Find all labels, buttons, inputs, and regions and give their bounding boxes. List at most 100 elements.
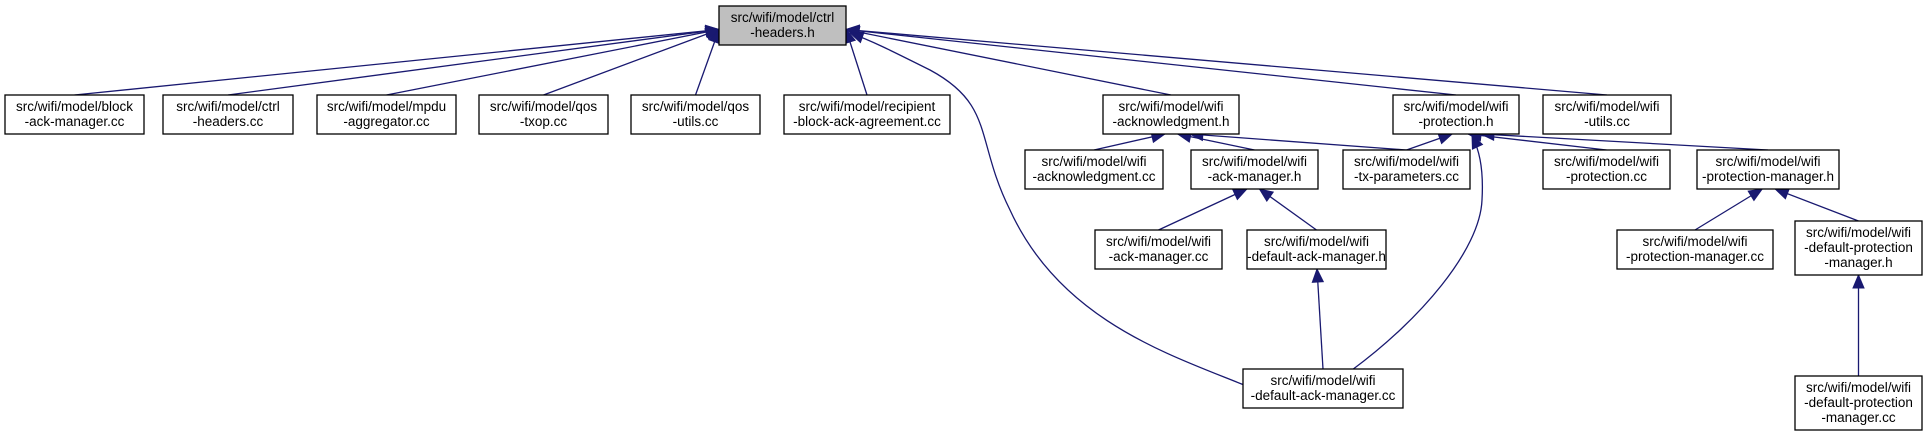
edge-wifi-default-protection-manager-cc-to-wifi-default-protection-manager-h-arrowhead	[1852, 273, 1865, 289]
node-box	[478, 94, 609, 135]
node-wifi-protection-manager-cc[interactable]: src/wifi/model/wifi-protection-manager.c…	[1616, 229, 1774, 270]
node-wifi-acknowledgment-cc[interactable]: src/wifi/model/wifi-acknowledgment.cc	[1024, 149, 1164, 190]
edge-wifi-default-ack-manager-cc-to-wifi-default-ack-manager-h-arrowhead	[1311, 267, 1325, 283]
node-wifi-ack-manager-h[interactable]: src/wifi/model/wifi-ack-manager.h	[1190, 149, 1319, 190]
node-wifi-tx-parameters-cc[interactable]: src/wifi/model/wifi-tx-parameters.cc	[1342, 149, 1471, 190]
node-label-line: src/wifi/model/wifi	[1270, 373, 1375, 388]
edge-wifi-protection-h-to-ctrl-headers-h	[845, 28, 1457, 96]
node-label-line: -protection.cc	[1566, 169, 1647, 184]
node-label-line: src/wifi/model/wifi	[1118, 99, 1223, 114]
node-label-line: src/wifi/model/qos	[642, 99, 750, 114]
node-box	[1342, 149, 1471, 190]
node-box	[1246, 229, 1387, 270]
node-label-line: src/wifi/model/wifi	[1554, 154, 1659, 169]
node-label-line: src/wifi/model/wifi	[1202, 154, 1307, 169]
edges-layer	[74, 24, 1865, 386]
node-wifi-protection-h[interactable]: src/wifi/model/wifi-protection.h	[1392, 94, 1520, 135]
node-box	[1190, 149, 1319, 190]
node-box	[1794, 220, 1923, 276]
edge-wifi-default-protection-manager-h-to-wifi-protection-manager-h-arrowhead	[1774, 188, 1791, 200]
edge-wifi-ack-manager-cc-to-wifi-ack-manager-h-arrowhead	[1231, 188, 1248, 201]
edge-wifi-protection-manager-h-to-wifi-protection-h	[1480, 133, 1769, 151]
node-wifi-default-protection-manager-h[interactable]: src/wifi/model/wifi-default-protection-m…	[1794, 220, 1923, 276]
node-label-line: -default-ack-manager.cc	[1251, 388, 1396, 403]
node-wifi-protection-manager-h[interactable]: src/wifi/model/wifi-protection-manager.h	[1696, 149, 1840, 190]
node-label-line: src/wifi/model/wifi	[1403, 99, 1508, 114]
node-label-line: src/wifi/model/block	[16, 99, 133, 114]
node-label-line: src/wifi/model/wifi	[1354, 154, 1459, 169]
node-box	[1542, 94, 1672, 135]
node-box	[718, 5, 847, 46]
node-label-line: src/wifi/model/wifi	[1806, 225, 1911, 240]
node-label-line: src/wifi/model/wifi	[1715, 154, 1820, 169]
node-label-line: -tx-parameters.cc	[1354, 169, 1459, 184]
node-mpdu-aggregator-cc[interactable]: src/wifi/model/mpdu-aggregator.cc	[316, 94, 457, 135]
node-box	[1242, 368, 1404, 409]
node-wifi-acknowledgment-h[interactable]: src/wifi/model/wifi-acknowledgment.h	[1102, 94, 1240, 135]
node-label-line: -txop.cc	[520, 114, 568, 129]
edge-wifi-default-protection-manager-h-to-wifi-protection-manager-h	[1775, 188, 1859, 222]
edge-wifi-acknowledgment-h-to-ctrl-headers-h	[845, 28, 1172, 96]
node-wifi-default-ack-manager-cc[interactable]: src/wifi/model/wifi-default-ack-manager.…	[1242, 368, 1404, 409]
node-label-line: -headers.cc	[193, 114, 264, 129]
node-recipient-block-ack-agreement-cc[interactable]: src/wifi/model/recipient-block-ack-agree…	[783, 94, 951, 135]
node-label-line: -ack-manager.cc	[25, 114, 125, 129]
node-block-ack-manager-cc[interactable]: src/wifi/model/block-ack-manager.cc	[4, 94, 145, 135]
edge-wifi-tx-parameters-cc-to-wifi-acknowledgment-h	[1189, 133, 1407, 151]
node-box	[1542, 149, 1671, 190]
node-box	[162, 94, 294, 135]
edge-block-ack-manager-cc-to-ctrl-headers-h	[74, 28, 720, 96]
edge-wifi-default-ack-manager-cc-to-wifi-default-ack-manager-h	[1316, 268, 1324, 370]
node-label-line: -default-protection	[1804, 395, 1913, 410]
edge-ctrl-headers-cc-to-ctrl-headers-h	[227, 28, 720, 96]
node-label-line: src/wifi/model/wifi	[1554, 99, 1659, 114]
edge-wifi-ack-manager-cc-to-wifi-ack-manager-h	[1158, 188, 1248, 231]
node-wifi-default-protection-manager-cc[interactable]: src/wifi/model/wifi-default-protection-m…	[1794, 375, 1923, 431]
edge-mpdu-aggregator-cc-to-ctrl-headers-h	[386, 28, 720, 96]
node-wifi-protection-cc[interactable]: src/wifi/model/wifi-protection.cc	[1542, 149, 1671, 190]
node-label-line: src/wifi/model/ctrl	[176, 99, 280, 114]
edge-wifi-default-ack-manager-cc-to-wifi-protection-h	[1351, 134, 1484, 371]
node-label-line: src/wifi/model/wifi	[1106, 234, 1211, 249]
node-label-line: -protection.h	[1418, 114, 1493, 129]
node-qos-utils-cc[interactable]: src/wifi/model/qos-utils.cc	[630, 94, 761, 135]
node-box	[4, 94, 145, 135]
node-label-line: src/wifi/model/mpdu	[327, 99, 446, 114]
node-ctrl-headers-cc[interactable]: src/wifi/model/ctrl-headers.cc	[162, 94, 294, 135]
node-label-line: -headers.h	[750, 25, 815, 40]
node-label-line: -manager.cc	[1821, 410, 1896, 425]
node-ctrl-headers-h[interactable]: src/wifi/model/ctrl-headers.h	[718, 5, 847, 46]
node-label-line: src/wifi/model/wifi	[1642, 234, 1747, 249]
node-box	[1696, 149, 1840, 190]
node-label-line: -manager.h	[1824, 255, 1892, 270]
node-box	[630, 94, 761, 135]
node-label-line: -ack-manager.cc	[1109, 249, 1209, 264]
node-box	[1094, 229, 1223, 270]
node-label-line: -acknowledgment.h	[1112, 114, 1229, 129]
node-label-line: -acknowledgment.cc	[1032, 169, 1155, 184]
edge-qos-txop-cc-to-ctrl-headers-h	[543, 28, 720, 96]
node-label-line: -default-ack-manager.h	[1247, 249, 1386, 264]
edge-wifi-default-ack-manager-cc-to-ctrl-headers-h-arrowhead	[848, 31, 865, 44]
node-box	[1392, 94, 1520, 135]
node-qos-txop-cc[interactable]: src/wifi/model/qos-txop.cc	[478, 94, 609, 135]
node-label-line: -utils.cc	[673, 114, 719, 129]
node-label-line: -default-protection	[1804, 240, 1913, 255]
node-label-line: src/wifi/model/recipient	[799, 99, 936, 114]
node-wifi-utils-cc[interactable]: src/wifi/model/wifi-utils.cc	[1542, 94, 1672, 135]
node-label-line: -block-ack-agreement.cc	[793, 114, 941, 129]
node-box	[1024, 149, 1164, 190]
node-box	[1616, 229, 1774, 270]
nodes-layer: src/wifi/model/ctrl-headers.hsrc/wifi/mo…	[4, 5, 1923, 431]
node-wifi-default-ack-manager-h[interactable]: src/wifi/model/wifi-default-ack-manager.…	[1246, 229, 1387, 270]
edge-wifi-protection-manager-cc-to-wifi-protection-manager-h-arrowhead	[1747, 188, 1764, 202]
node-label-line: -ack-manager.h	[1208, 169, 1302, 184]
node-box	[1102, 94, 1240, 135]
node-box	[1794, 375, 1923, 431]
node-label-line: src/wifi/model/wifi	[1264, 234, 1369, 249]
node-label-line: -protection-manager.h	[1702, 169, 1834, 184]
node-label-line: -utils.cc	[1584, 114, 1630, 129]
node-wifi-ack-manager-cc[interactable]: src/wifi/model/wifi-ack-manager.cc	[1094, 229, 1223, 270]
node-label-line: src/wifi/model/qos	[490, 99, 598, 114]
